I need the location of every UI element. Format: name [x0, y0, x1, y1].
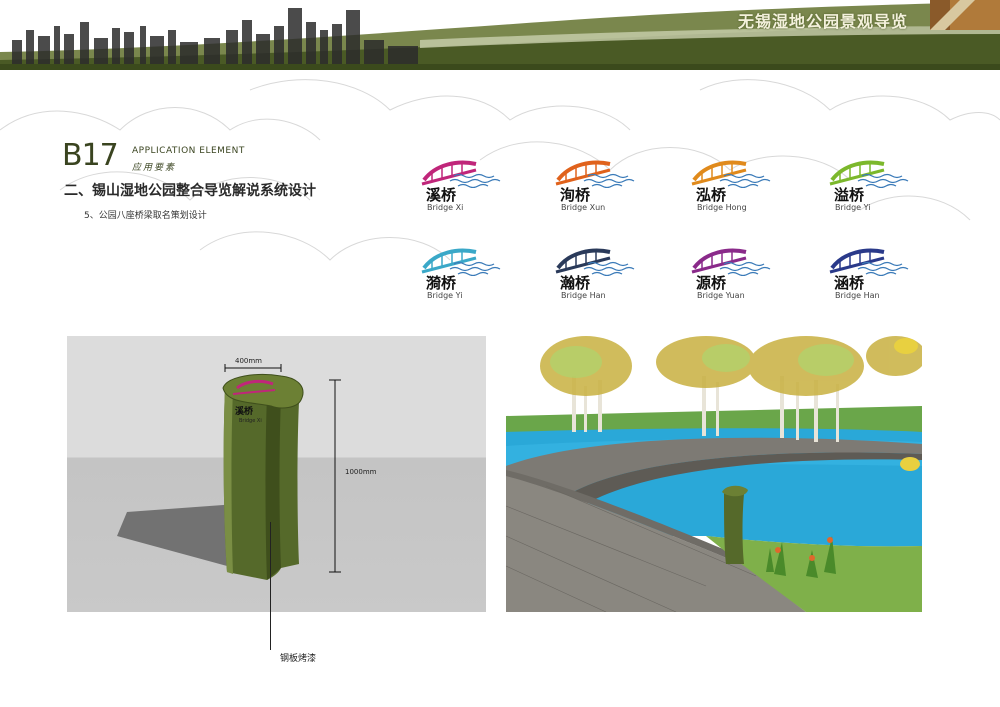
sub-heading: 5、公园八座桥梁取名策划设计 [84, 211, 207, 221]
bridge-name-en: Bridge Yi [835, 203, 871, 212]
sign-post-render: 溪桥 Bridge Xi 400mm 1000mm [67, 336, 486, 612]
bridge-name-en: Bridge Han [835, 291, 880, 300]
bridge-name: 涵桥 [834, 274, 865, 292]
sign-post-name-en: Bridge Xi [239, 418, 262, 424]
scene-drawing [506, 336, 922, 612]
document-title: 无锡湿地公园景观导览 [737, 12, 908, 31]
section-label-cn: 应用要素 [132, 163, 177, 173]
bridge-name: 源桥 [696, 274, 727, 292]
bridge-name-en: Bridge Hong [697, 203, 747, 212]
scene-render [506, 336, 922, 612]
material-leader-line [270, 522, 271, 650]
width-dimension-label: 400mm [235, 357, 262, 365]
bridge-name: 洵桥 [560, 186, 591, 204]
bridge-logo-icon [555, 160, 635, 188]
bridge-logo-icon [691, 248, 771, 276]
bridge-name: 漪桥 [426, 274, 457, 292]
bridge-logo-icon [421, 160, 501, 188]
decorative-cloud-lines [0, 79, 1000, 261]
bridge-name-en: Bridge Xun [561, 203, 606, 212]
height-dimension-label: 1000mm [345, 468, 377, 476]
sign-post-name: 溪桥 [235, 405, 254, 417]
bridge-name-en: Bridge Yi [427, 291, 463, 300]
bridge-logo-icon [691, 160, 771, 188]
bridge-logo-icon [829, 160, 909, 188]
bridge-name: 溢桥 [834, 186, 865, 204]
material-label: 钢板烤漆 [280, 654, 317, 664]
bridge-logo-icon [829, 248, 909, 276]
bridge-name: 溪桥 [426, 186, 457, 204]
bridge-name-en: Bridge Han [561, 291, 606, 300]
sign-post-drawing: 溪桥 Bridge Xi 400mm 1000mm [117, 357, 377, 580]
bridge-logo-icon [421, 248, 501, 276]
bridge-name-en: Bridge Yuan [697, 291, 745, 300]
bridge-name: 瀚桥 [560, 274, 591, 292]
bridge-name-en: Bridge Xi [427, 203, 464, 212]
bridge-name: 泓桥 [696, 186, 727, 204]
main-heading: 二、锡山湿地公园整合导览解说系统设计 [64, 183, 316, 199]
section-code: B17 [62, 138, 119, 173]
header-banner [0, 0, 1000, 70]
section-label-en: APPLICATION ELEMENT [132, 146, 245, 156]
bridge-logo-icon [555, 248, 635, 276]
